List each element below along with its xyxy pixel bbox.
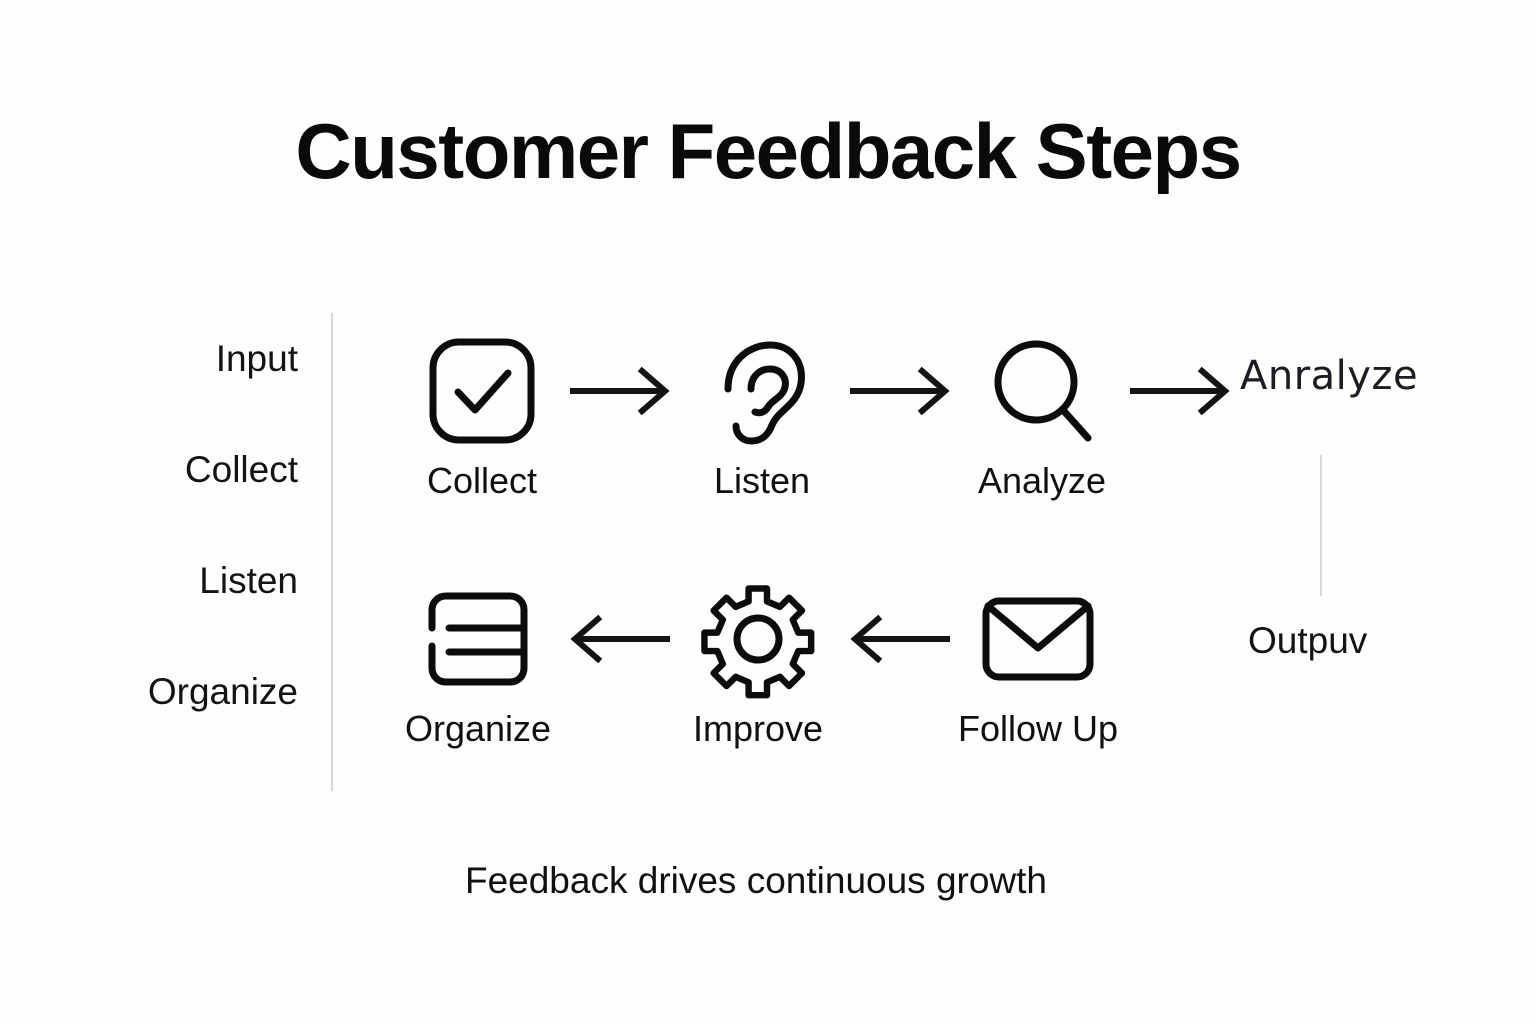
- flow-row-top: Collect Listen: [400, 330, 1240, 500]
- flow-step-label: Analyze: [977, 460, 1107, 501]
- ear-icon: [702, 330, 822, 452]
- flow-step-follow-up[interactable]: Follow Up: [956, 580, 1120, 748]
- envelope-icon: [976, 580, 1100, 698]
- arrow-right-icon: [1124, 330, 1240, 452]
- flow-step-organize[interactable]: Organize: [396, 580, 560, 748]
- arrow-left-icon: [560, 580, 676, 698]
- flow-step-listen[interactable]: Listen: [680, 330, 844, 500]
- analyze-tag: Anralyze: [1240, 353, 1419, 399]
- flow-step-label: Organize: [404, 708, 552, 749]
- check-square-icon: [422, 330, 542, 452]
- index-item-input: Input: [215, 338, 298, 379]
- gear-icon: [698, 580, 818, 699]
- flow-step-collect[interactable]: Collect: [400, 330, 564, 500]
- arrow-left-icon: [840, 580, 956, 698]
- flow-step-label: Listen: [713, 460, 811, 501]
- list-box-icon: [418, 580, 538, 698]
- flow-step-label: Follow Up: [957, 708, 1119, 749]
- flow-step-analyze[interactable]: Analyze: [960, 330, 1124, 500]
- right-divider: [1320, 455, 1322, 596]
- index-item-collect: Collect: [184, 449, 298, 490]
- flow-row-bottom: Organize Improve: [396, 580, 1120, 748]
- footer-caption: Feedback drives continuous growth: [0, 860, 1536, 902]
- arrow-right-icon: [564, 330, 680, 452]
- magnifier-icon: [982, 330, 1102, 452]
- index-item-listen: Listen: [199, 560, 298, 601]
- arrow-right-icon: [844, 330, 960, 452]
- index-column: Input Collect Listen Organize: [60, 340, 298, 710]
- page-title: Customer Feedback Steps: [295, 107, 1242, 195]
- footer-caption-text: Feedback drives continuous growth: [464, 860, 1048, 901]
- flow-step-label: Collect: [426, 460, 538, 501]
- index-item-organize: Organize: [147, 671, 298, 712]
- flow-step-improve[interactable]: Improve: [676, 580, 840, 748]
- output-tag: Outpuv: [1248, 620, 1368, 661]
- left-divider: [331, 313, 333, 791]
- flow-step-label: Improve: [692, 708, 824, 749]
